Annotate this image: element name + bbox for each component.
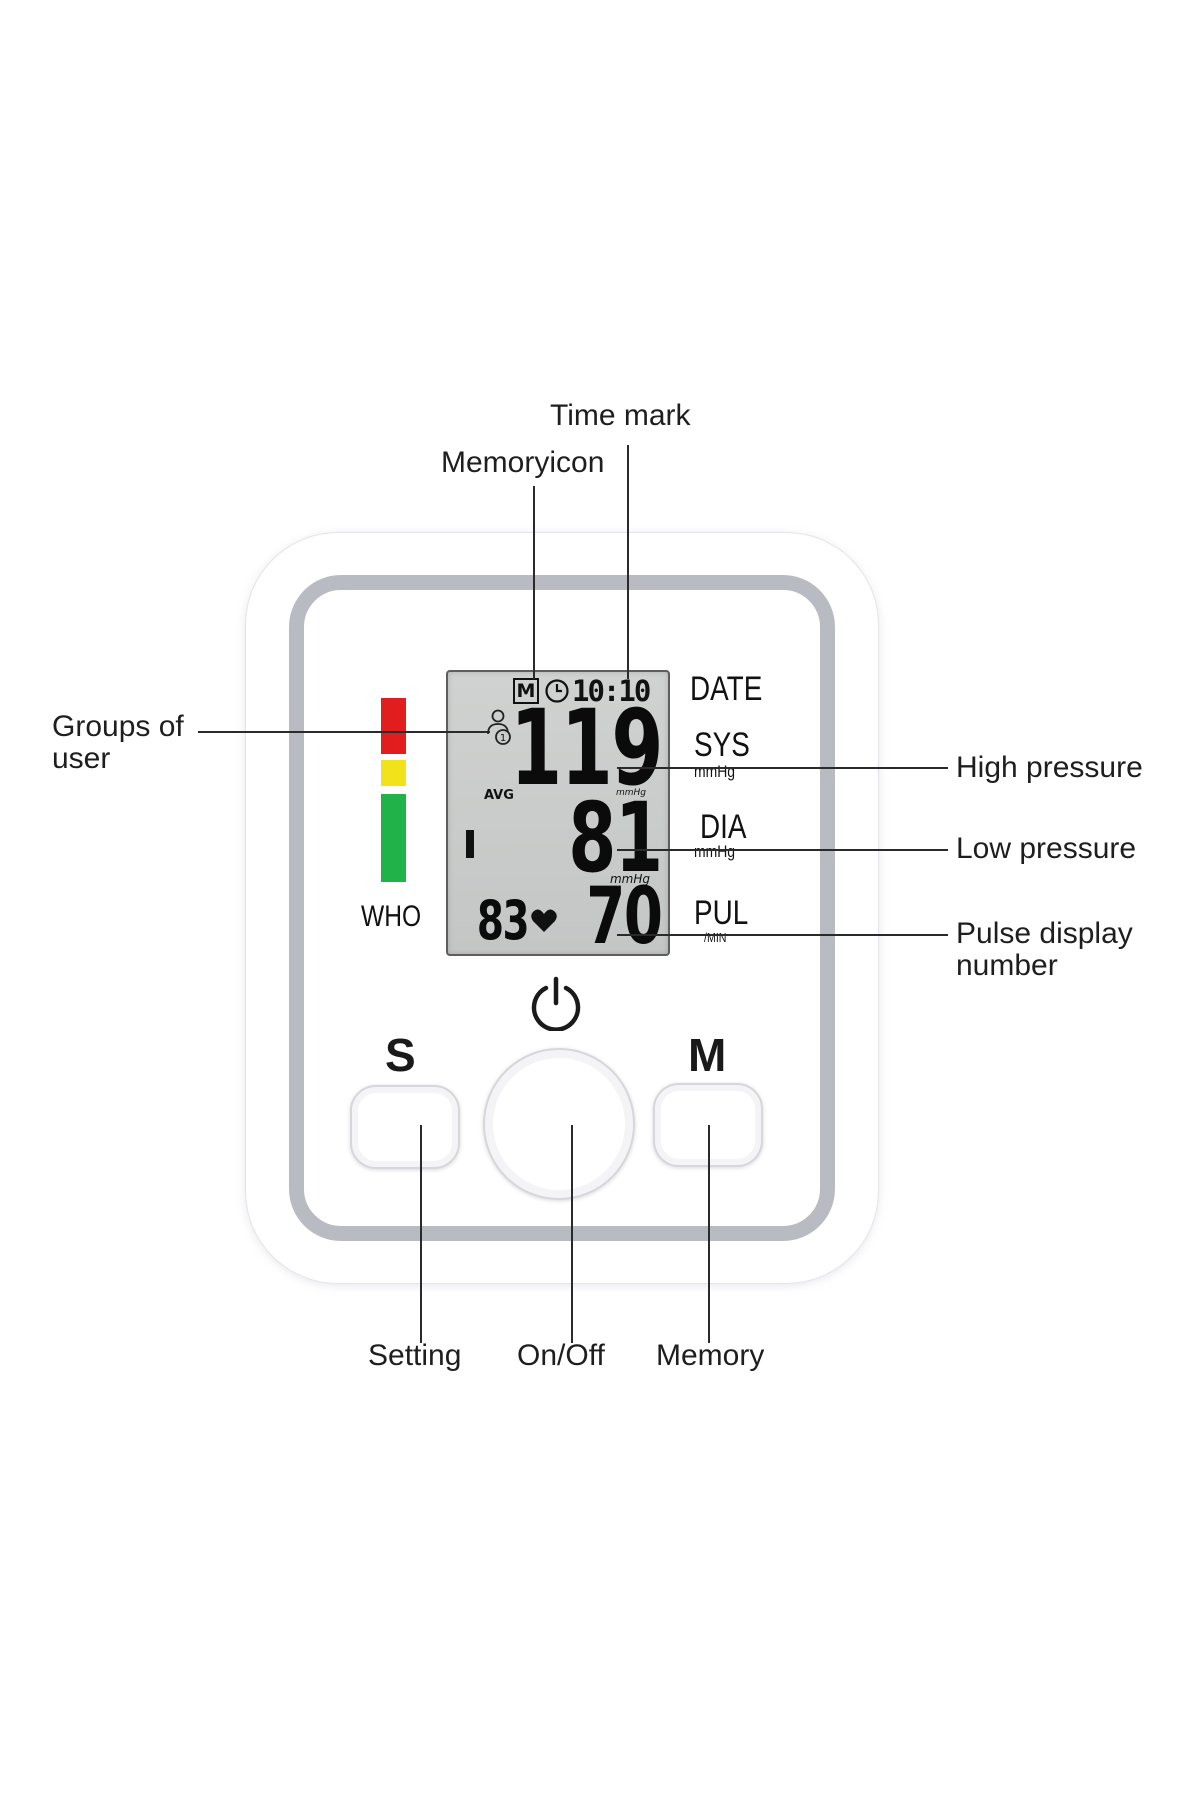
memory-callout: Memory xyxy=(656,1340,764,1372)
setting-leader xyxy=(420,1125,422,1343)
sys-unit: mmHg xyxy=(694,762,735,782)
pulse-callout-line1: Pulse display xyxy=(956,918,1133,950)
pul-unit: /MIN xyxy=(704,930,727,945)
setting-button[interactable] xyxy=(350,1085,460,1169)
high-pressure-callout: High pressure xyxy=(956,752,1143,784)
power-icon xyxy=(528,975,584,1031)
who-indicator-yellow xyxy=(381,760,406,786)
setting-letter: S xyxy=(385,1028,416,1082)
on-off-callout: On/Off xyxy=(517,1340,605,1372)
low-pressure-callout: Low pressure xyxy=(956,833,1136,865)
svg-text:1: 1 xyxy=(500,733,506,744)
dia-unit: mmHg xyxy=(694,842,735,862)
setting-callout: Setting xyxy=(368,1340,461,1372)
date-label: DATE xyxy=(690,670,762,709)
groups-leader xyxy=(198,731,490,733)
who-indicator-red xyxy=(381,698,406,754)
on-off-leader xyxy=(571,1125,573,1343)
memory-leader xyxy=(708,1125,710,1343)
pulse-value: 70 xyxy=(587,878,662,956)
groups-callout-line2: user xyxy=(52,743,110,775)
high-pressure-leader xyxy=(617,767,948,769)
time-mark-leader xyxy=(627,445,629,679)
heart-icon xyxy=(530,908,558,934)
cuff-segment xyxy=(466,830,474,858)
avg-label: AVG xyxy=(484,788,514,803)
who-label: WHO xyxy=(361,900,421,934)
groups-callout-line1: Groups of xyxy=(52,711,184,743)
low-pressure-leader xyxy=(617,849,948,851)
pulse-leader xyxy=(617,934,948,936)
memory-letter: M xyxy=(688,1028,726,1082)
memory-icon-leader xyxy=(533,486,535,679)
who-indicator-green xyxy=(381,794,406,882)
sys-label: SYS xyxy=(694,726,750,765)
lcd-screen: M 10:10 1 119 AVG mmHg 81 mmHg 83 70 xyxy=(446,670,670,956)
time-mark-callout: Time mark xyxy=(550,400,691,432)
pulse-callout-line2: number xyxy=(956,950,1058,982)
power-button[interactable] xyxy=(483,1048,635,1200)
memory-icon-callout: Memoryicon xyxy=(441,447,604,479)
count-display: 83 xyxy=(477,894,528,948)
pul-label: PUL xyxy=(694,894,748,933)
